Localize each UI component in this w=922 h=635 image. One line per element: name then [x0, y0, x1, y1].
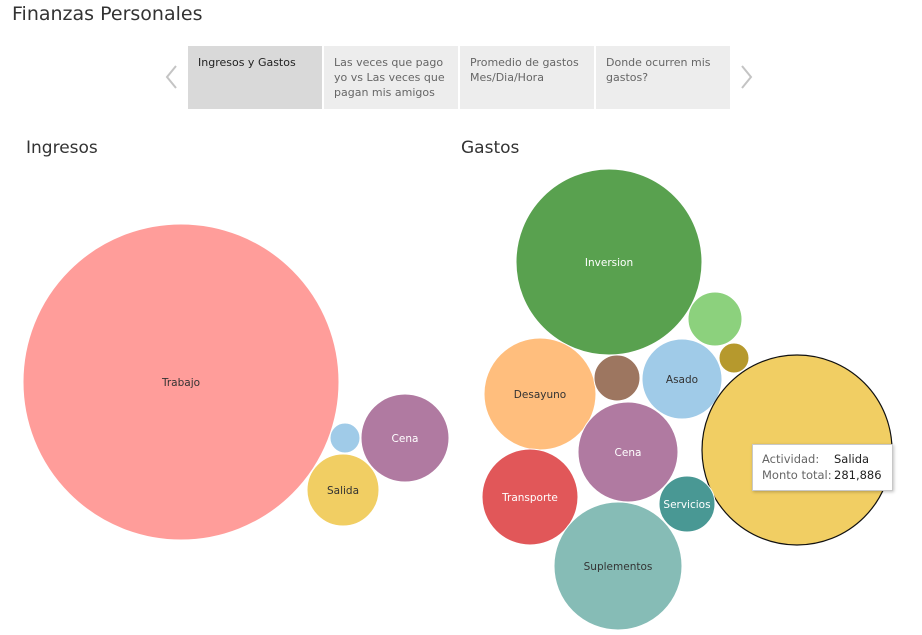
- gastos-bubble-servicios[interactable]: [658, 475, 716, 533]
- story-tab-donde-gastos[interactable]: Donde ocurren mis gastos?: [596, 46, 730, 109]
- gastos-bubble-unlabeled-1[interactable]: [687, 291, 743, 347]
- next-story-point-button[interactable]: [736, 62, 756, 92]
- previous-story-point-button[interactable]: [162, 62, 182, 92]
- gastos-bubble-cena[interactable]: [577, 401, 679, 503]
- ingresos-chart-title: Ingresos: [26, 138, 98, 158]
- ingresos-label-cena: Cena: [392, 433, 419, 445]
- story-tab-pagos-amigos[interactable]: Las veces que pago yo vs Las veces que p…: [324, 46, 458, 109]
- tooltip-activity-value: Salida: [834, 452, 870, 466]
- gastos-bubble-transporte[interactable]: [481, 448, 579, 546]
- gastos-bubble-suplementos[interactable]: [553, 501, 683, 631]
- tooltip: Actividad: Salida Monto total: 281,886: [752, 444, 893, 491]
- ingresos-label-salida: Salida: [327, 485, 359, 497]
- gastos-label-servicios: Servicios: [663, 499, 710, 511]
- ingresos-bubble-cena[interactable]: [360, 393, 450, 483]
- story-tab-promedio-gastos[interactable]: Promedio de gastos Mes/Dia/Hora: [460, 46, 594, 109]
- gastos-bubble-asado[interactable]: [641, 338, 723, 420]
- tooltip-activity-key: Actividad:: [762, 452, 820, 466]
- gastos-bubble-inversion[interactable]: [515, 168, 703, 356]
- story-tab-ingresos-gastos[interactable]: Ingresos y Gastos: [188, 46, 322, 109]
- ingresos-bubble-salida[interactable]: [306, 453, 380, 527]
- ingresos-bubble-unlabeled-3[interactable]: [329, 422, 361, 454]
- gastos-label-cena: Cena: [615, 447, 642, 459]
- chevron-right-icon: [741, 65, 753, 89]
- gastos-label-inversion: Inversion: [585, 257, 633, 269]
- ingresos-bubble-trabajo[interactable]: [22, 223, 340, 541]
- tooltip-amount-value: 281,886: [834, 468, 882, 482]
- gastos-label-suplementos: Suplementos: [584, 561, 653, 573]
- gastos-chart-title: Gastos: [461, 138, 520, 158]
- tooltip-amount-key: Monto total:: [762, 468, 832, 482]
- app-title: Finanzas Personales: [12, 3, 203, 25]
- ingresos-label-trabajo: Trabajo: [161, 377, 200, 389]
- gastos-bubble-unlabeled-4[interactable]: [593, 354, 641, 402]
- gastos-label-transporte: Transporte: [501, 492, 558, 504]
- gastos-label-asado: Asado: [666, 374, 698, 386]
- gastos-label-desayuno: Desayuno: [514, 389, 566, 401]
- story-navigator: Ingresos y Gastos Las veces que pago yo …: [188, 46, 730, 109]
- chevron-left-icon: [165, 65, 177, 89]
- gastos-bubble-unlabeled-2[interactable]: [718, 342, 750, 374]
